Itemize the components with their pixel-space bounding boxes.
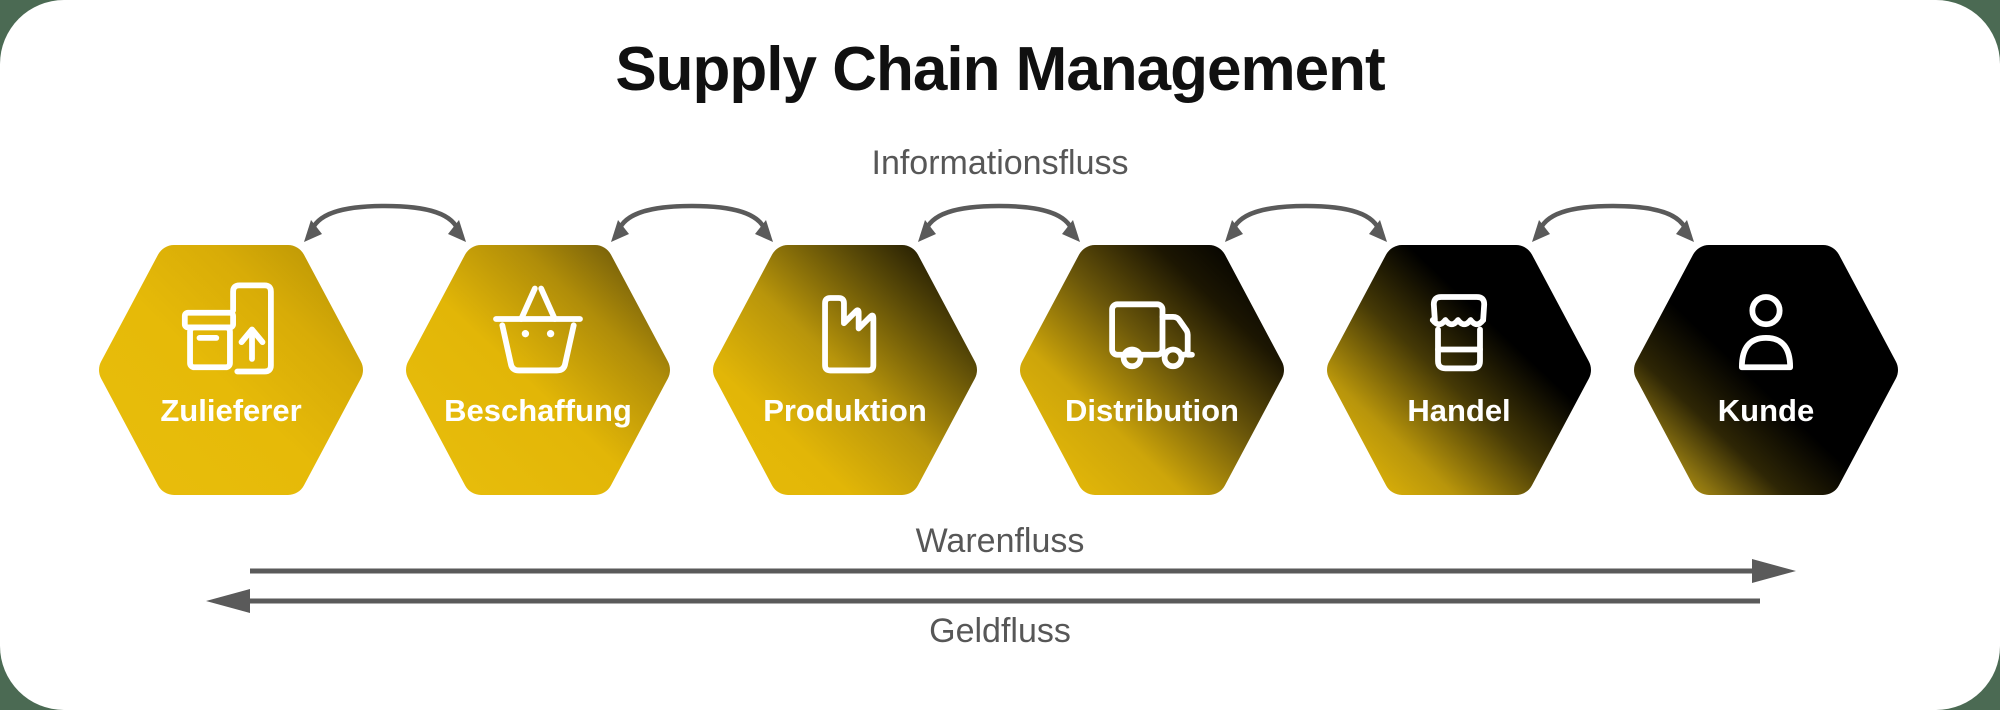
curved-double-arrow-icon	[304, 203, 466, 242]
money-flow-left-arrow-icon	[206, 589, 1760, 613]
person-icon	[1714, 277, 1819, 382]
page-title: Supply Chain Management	[615, 35, 1385, 104]
factory-icon	[793, 277, 898, 382]
curved-double-arrow-icon	[1225, 203, 1387, 242]
curved-double-arrow-icon	[918, 203, 1080, 242]
goods-flow-label: Warenfluss	[915, 522, 1085, 560]
stage-beschaffung: Beschaffung	[406, 245, 670, 495]
shopping-basket-icon	[486, 277, 591, 382]
package-export-icon	[179, 277, 284, 382]
stage-produktion: Produktion	[713, 245, 977, 495]
information-flow-label: Informationsfluss	[871, 144, 1129, 182]
stage-distribution: Distribution	[1020, 245, 1284, 495]
storefront-icon	[1407, 277, 1512, 382]
stage-handel: Handel	[1327, 245, 1591, 495]
delivery-truck-icon	[1100, 277, 1205, 382]
goods-flow-right-arrow-icon	[250, 559, 1796, 583]
curved-double-arrow-icon	[611, 203, 773, 242]
stage-label: Zulieferer	[160, 393, 302, 428]
stage-kunde: Kunde	[1634, 245, 1898, 495]
curved-double-arrow-icon	[1532, 203, 1694, 242]
stage-label: Produktion	[763, 393, 927, 428]
stage-label: Handel	[1407, 393, 1511, 428]
hexagon-shape	[1020, 245, 1284, 495]
stage-label: Distribution	[1065, 393, 1239, 428]
money-flow-label: Geldfluss	[929, 612, 1071, 650]
stage-label: Kunde	[1717, 393, 1815, 428]
stage-zulieferer: Zulieferer	[99, 245, 363, 495]
hexagon-shape	[99, 245, 363, 495]
stage-label: Beschaffung	[444, 393, 632, 428]
